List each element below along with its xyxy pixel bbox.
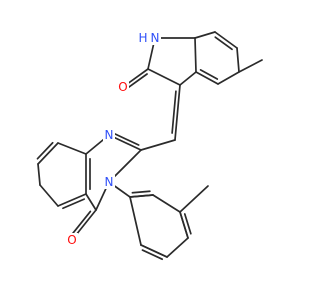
bond-T2-T3	[152, 194, 181, 213]
bond-C8-C7q	[37, 142, 59, 165]
bond-C5q-C4a	[57, 193, 87, 207]
molecule-canvas: H N O N N O	[36, 31, 263, 261]
quin-o-label-bg	[66, 233, 78, 247]
bond-C8-C7q-double	[36, 141, 54, 160]
bond-C7q-C6q	[37, 163, 41, 186]
bond-C2q-N1q-double	[113, 132, 140, 146]
bond-C7a-C7	[194, 31, 216, 39]
bond-C3a-C7a	[194, 37, 197, 73]
quinazoline-n3-label: N	[105, 175, 114, 189]
bond-C7-C6-double	[214, 36, 233, 51]
bond-CH-C2q	[140, 139, 176, 151]
bond-C6-C5	[236, 47, 240, 73]
indole-nitrogen-label: N	[151, 31, 160, 45]
quin-n3-label-bg	[103, 175, 115, 189]
quinazoline-oxygen-label: O	[67, 233, 76, 247]
bond-C3-CH	[174, 84, 181, 141]
bond-T3-TMe	[179, 185, 209, 213]
bond-C5-C4	[217, 71, 240, 85]
nh-label-bg	[137, 31, 149, 45]
bond-C8a-C8	[57, 142, 87, 155]
bond-C7-C6	[214, 31, 238, 49]
atom-label-layer: H N O N N O	[66, 31, 161, 247]
molecule-structure: H N O N N O	[36, 31, 263, 261]
nh-hydrogen-label: H	[138, 31, 147, 45]
bond-C4-C3a	[195, 71, 219, 85]
bond-C4-C3a-double	[199, 69, 219, 80]
bond-C6q-C5q	[39, 184, 59, 207]
bond-T5-T6-double	[141, 249, 164, 261]
bond-T3-T4-double	[183, 213, 192, 235]
bond-T1-T2	[129, 194, 154, 198]
quinazoline-n1-label: N	[105, 128, 114, 142]
bond-C3a-C3	[179, 71, 197, 86]
bond-C4a-C4q	[85, 193, 97, 211]
bond-C4q-O4-double	[71, 210, 92, 236]
indole-n-label-bg	[149, 31, 161, 45]
bond-C5-Me5	[238, 59, 263, 73]
bond-C3-C2	[147, 68, 181, 86]
bond-C2-O2-double	[127, 73, 148, 89]
indole-o-label-bg	[117, 80, 129, 94]
bond-T1-T2-double	[131, 190, 151, 194]
quin-n1-label-bg	[103, 128, 115, 142]
indole-oxygen-label: O	[118, 80, 127, 94]
bond-T4-T5	[166, 237, 189, 258]
bond-C3-CH-double	[171, 90, 177, 134]
bond-layer	[36, 31, 263, 261]
bond-C5q-C4a-double	[62, 198, 86, 210]
bond-T3-T4	[179, 211, 189, 239]
bond-T5-T6	[140, 244, 168, 258]
bond-T6-T1	[129, 196, 142, 246]
